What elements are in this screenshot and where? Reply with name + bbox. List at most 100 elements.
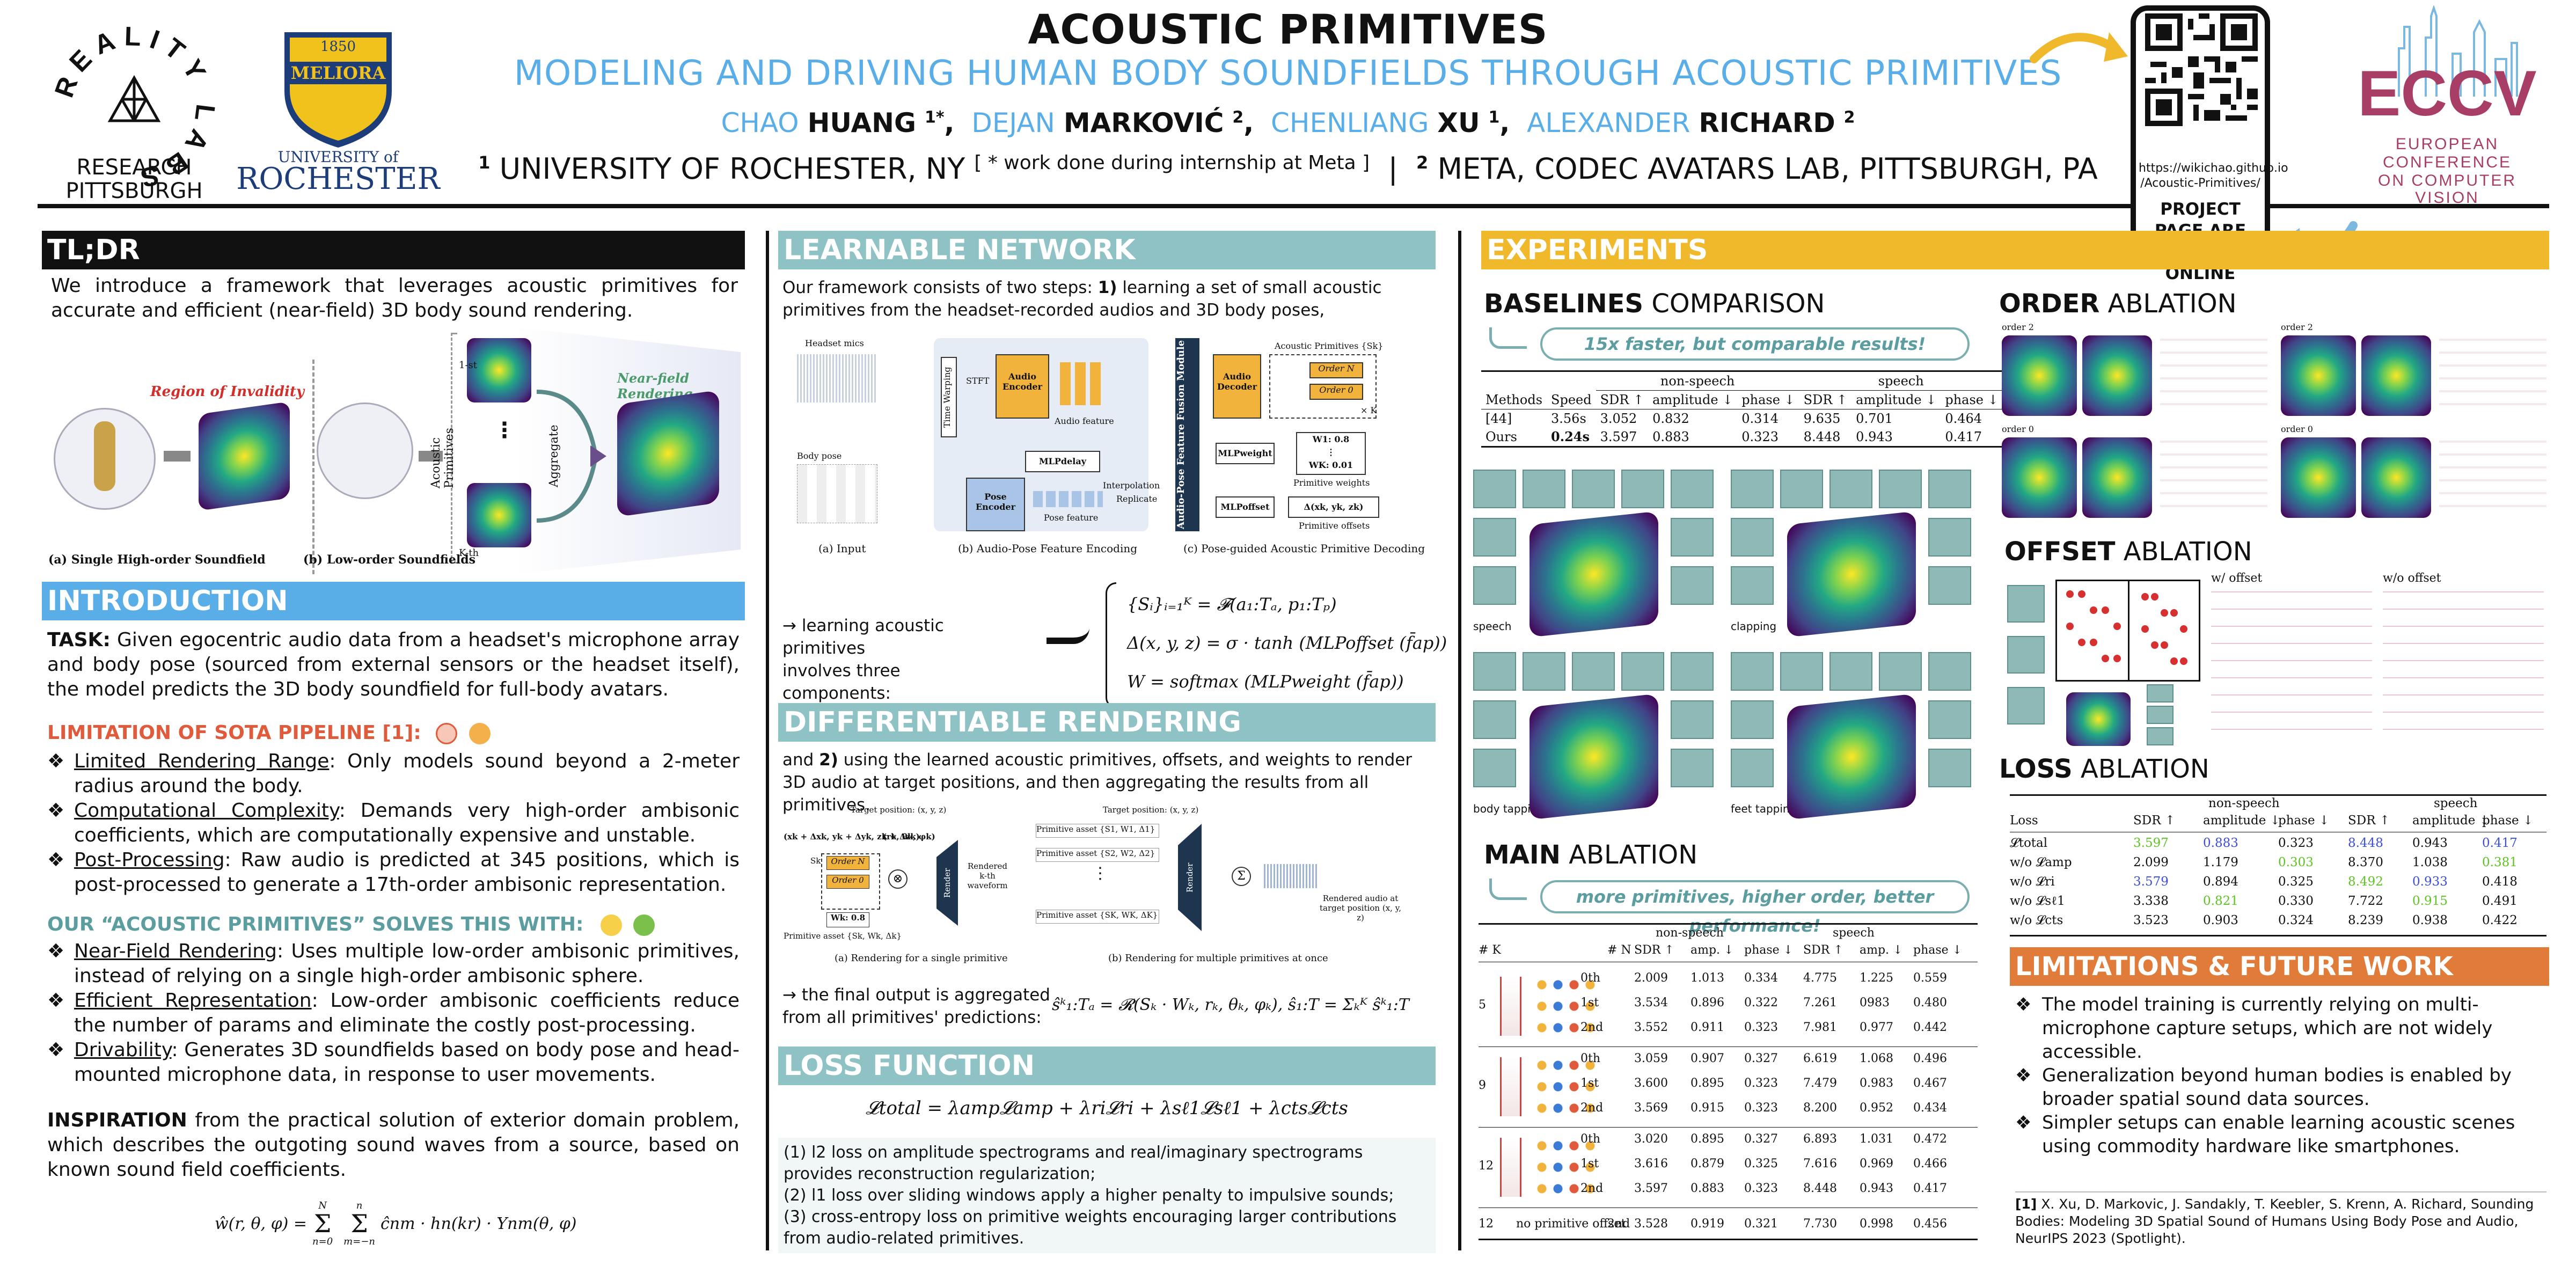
table-cell: 3.059 [1634,1052,1668,1065]
lightning-emoji-icon [633,914,655,936]
sad-emoji-icon [436,723,458,744]
primitive-asset-2: Primitive asset {S2, W2, Δ2} [1036,848,1159,862]
w1-value: W1: 0.8 [1312,434,1350,444]
table-cell: 0.434 [1913,1101,1947,1115]
arrow-right-icon [419,451,443,462]
table-cell: 0.938 [2412,913,2448,927]
list-item: (3) cross-entropy loss on primitive weig… [784,1208,1397,1248]
table-cell: 0.943 [1860,1182,1893,1195]
primitive-order-icon [1532,1057,1597,1073]
reference-text: X. Xu, D. Markovic, J. Sandakly, T. Keeb… [2015,1196,2534,1246]
soundfield-tile [1473,652,1516,691]
qr-code[interactable] [2145,13,2258,126]
table-cell: 0.983 [1860,1077,1893,1090]
table-cell: 2nd [1580,1101,1604,1115]
time-warping-block: Time Warping [941,357,957,437]
table-cell: w/o 𝓛cts [2010,913,2063,927]
grid-label-speech: speech [1473,620,1512,633]
order-0-block: Order 0 [1309,384,1363,400]
order-label: order 0 [2002,424,2034,434]
table-cell: 0.472 [1913,1132,1947,1146]
table-cell: 6.619 [1803,1052,1837,1065]
with-offset-label: w/ offset [2211,572,2263,585]
table-cell: 8.448 [1803,1182,1837,1195]
affil1-sup: 1 [478,152,491,173]
list-item: Limited Rendering Range: Only models sou… [47,749,740,799]
order-label: order 2 [2002,322,2034,332]
table-cell: 2.099 [2133,855,2169,869]
grid-divider [1473,644,1978,646]
network-figure: Headset mics Body pose Time Warping STFT… [781,330,1436,561]
soundfield-tile [1879,652,1922,691]
table-cell: 1st [1580,996,1599,1009]
audio-feature-label: Audio feature [1055,416,1114,426]
network-paragraph: Our framework consists of two steps: 1) … [782,276,1432,321]
soundfield-tile [1671,700,1714,739]
baseline-banner: 15x faster, but comparable results! [1540,327,1970,361]
list-item: The model training is currently relying … [2015,993,2546,1064]
keypoint-dot [2170,657,2178,665]
table-cell: 0.701 [1856,411,1893,426]
column-header: Methods [1485,392,1543,407]
tldr-header: TL;DR [42,231,745,269]
ours-title: OUR “ACOUSTIC PRIMITIVES” SOLVES THIS WI… [47,913,584,935]
qr-url-line1: https://wikichao.github.io [2139,162,2288,175]
table-cell: 2nd [1580,1021,1604,1034]
region-invalidity-label: Region of Invalidity [150,384,305,400]
inspiration-paragraph: INSPIRATION from the practical solution … [47,1108,740,1182]
main-ablation-heading: MAIN ABLATION [1484,840,1697,870]
loss-list: (1) l2 loss on amplitude spectrograms an… [778,1138,1436,1253]
table-cell: 3.600 [1634,1077,1668,1090]
skeleton-icon [1500,1057,1521,1116]
table-cell: 3.597 [1634,1182,1668,1195]
primitive-order-icon [1532,1159,1597,1175]
table-cell: 3.569 [1634,1101,1668,1115]
qr-url[interactable]: https://wikichao.github.io /Acoustic-Pri… [2139,161,2288,191]
primitive-1-heatmap [467,338,531,402]
table-cell: 0.943 [1856,429,1893,444]
soundfield-tile [1473,518,1516,557]
table-cell: 1st [1580,1077,1599,1090]
diff-step: 2) [819,750,838,770]
primitive-asset-1: Primitive asset {S1, W1, Δ1} [1036,824,1159,838]
author-first: DEJAN [971,107,1055,138]
primitive-order-icon [1532,1020,1597,1036]
diff-text-c: using the learned acoustic primitives, o… [782,750,1413,815]
table-cell: 0.381 [2482,855,2518,869]
primitive-order-icon [1532,1100,1597,1116]
table-cell: no primitive offset [1516,1217,1626,1231]
diff-render-header: DIFFERENTIABLE RENDERING [778,703,1436,742]
table-rule [2010,935,2546,936]
table-cell: 8.492 [2348,875,2383,889]
soundfield-large-heatmap [1787,693,1916,820]
order-n-block: Order N [1309,362,1363,378]
table-cell: 0.467 [1913,1077,1947,1090]
table-cell: 0.911 [1690,1021,1724,1034]
column-header: phase ↓ [2482,814,2534,828]
arrow-to-qr-icon [2030,32,2128,63]
soundfield-tile [1731,700,1774,739]
keypoint-dot [2151,641,2158,649]
table-cell: 0.919 [1690,1217,1724,1231]
weights-box: W1: 0.8⋮WK: 0.01 [1296,432,1366,475]
item-value: : Low-order ambisonic coefficients reduc… [74,990,740,1036]
item-key: Efficient Representation [74,990,312,1012]
soundfield-tile [1523,652,1565,691]
group-header: non-speech [1656,926,1724,940]
list-item: (2) l1 loss over sliding windows apply a… [784,1186,1394,1205]
k-value: 12 [1479,1159,1494,1173]
sk-label: Sk [810,856,821,866]
keypoint-dot [2170,609,2178,617]
waveform-image [797,354,877,402]
table-cell: 0.933 [2412,875,2448,889]
soundfield-tile [1731,566,1774,605]
group-header: non-speech [1596,371,1799,391]
table-cell: 0th [1580,1052,1601,1065]
list-item: Simpler setups can enable learning acous… [2015,1111,2546,1158]
table-rule [1479,1239,1978,1240]
keypoint-dot [2113,623,2121,630]
soundfield-tile [1879,470,1922,508]
loss-ablation-heading: LOSS ABLATION [1999,754,2209,784]
